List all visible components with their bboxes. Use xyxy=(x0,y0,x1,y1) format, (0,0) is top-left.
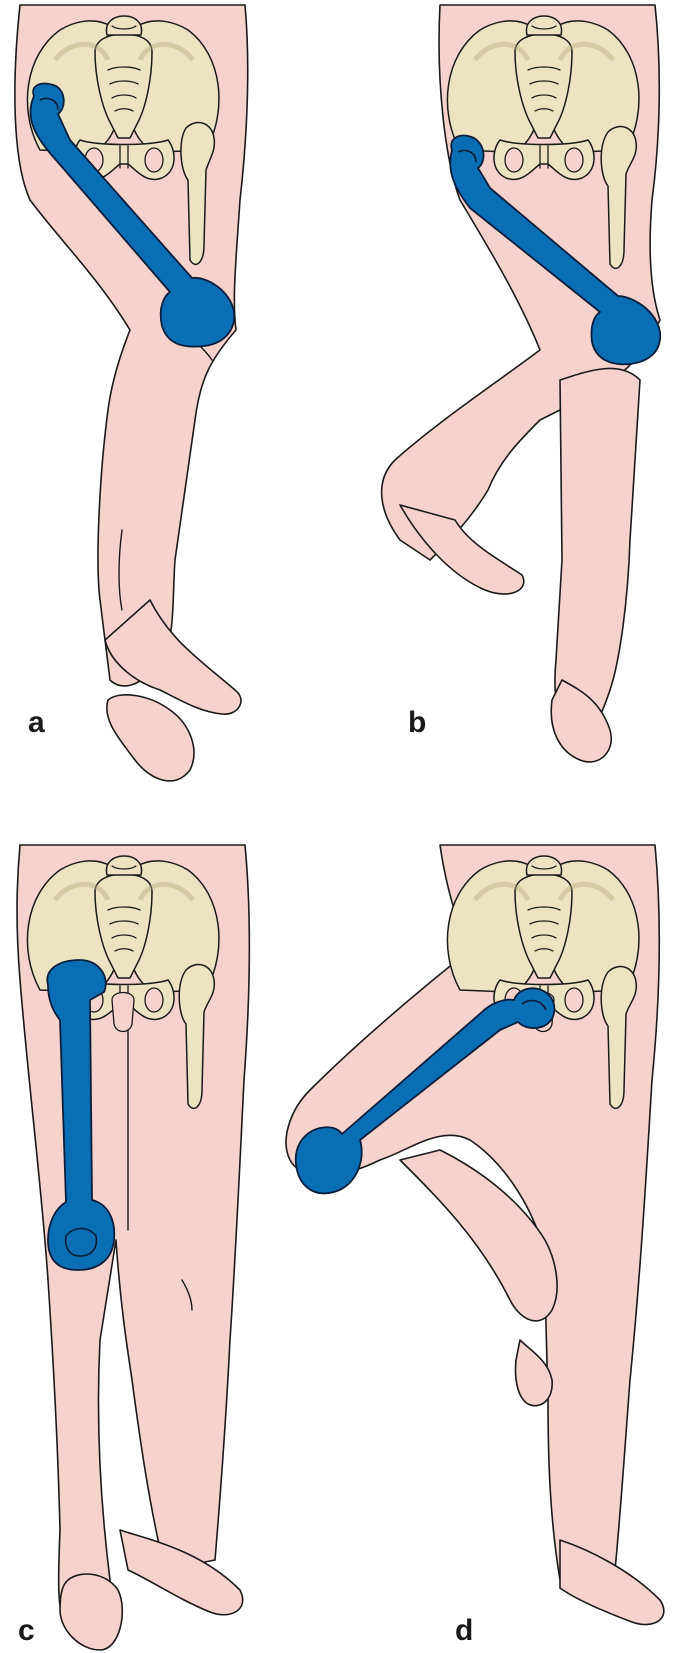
panel-c xyxy=(16,844,251,1651)
panel-b xyxy=(380,4,661,763)
panel-label-c: c xyxy=(18,1614,35,1647)
dislocated-femur-c xyxy=(46,959,116,1271)
panel-label-a: a xyxy=(28,706,45,739)
dislocated-femur-d xyxy=(294,987,556,1195)
panel-d xyxy=(285,844,665,1626)
panel-label-b: b xyxy=(408,706,426,739)
dislocated-femur-a xyxy=(29,82,235,348)
dislocated-femur-b xyxy=(449,134,661,366)
panel-label-d: d xyxy=(455,1614,473,1647)
panel-a xyxy=(14,4,249,782)
